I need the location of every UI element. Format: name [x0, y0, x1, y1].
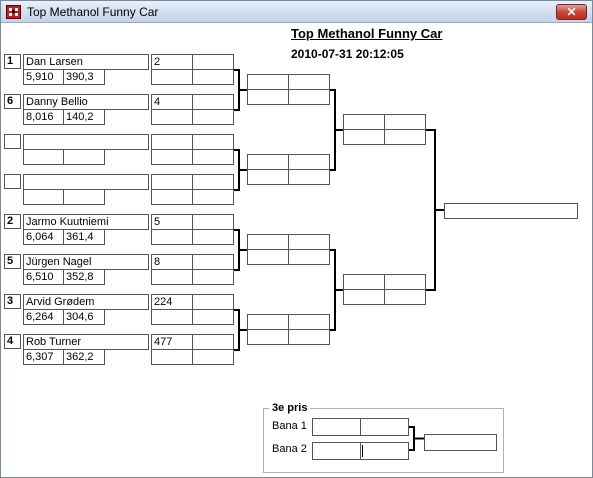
result-field[interactable]	[192, 269, 234, 285]
title-bar: Top Methanol Funny Car ✕	[1, 1, 592, 23]
seed-box[interactable]: 4	[4, 334, 21, 349]
et-field[interactable]: 5,910	[23, 69, 64, 85]
seed-box[interactable]	[4, 134, 21, 149]
winner-field[interactable]	[444, 203, 578, 219]
race-datetime: 2010-07-31 20:12:05	[291, 47, 404, 61]
et-field[interactable]: 6,264	[23, 309, 64, 325]
round2-field[interactable]	[288, 249, 330, 265]
et-field[interactable]: 8,016	[23, 109, 64, 125]
third-place-title: 3e pris	[269, 402, 311, 414]
seed-box[interactable]	[4, 174, 21, 189]
result-field[interactable]	[192, 309, 234, 325]
page-title: Top Methanol Funny Car	[291, 26, 443, 41]
third-lane2-result[interactable]	[360, 442, 409, 460]
speed-field[interactable]	[63, 149, 105, 165]
close-button[interactable]: ✕	[556, 4, 587, 20]
lane2-label: Bana 2	[272, 443, 307, 455]
speed-field[interactable]: 362,2	[63, 349, 105, 365]
result-field[interactable]	[192, 189, 234, 205]
third-lane1-result[interactable]	[360, 418, 409, 436]
semi-field[interactable]	[384, 289, 426, 305]
lane-field[interactable]: 224	[151, 294, 193, 310]
round2-field[interactable]	[288, 89, 330, 105]
seed-box[interactable]: 1	[4, 54, 21, 69]
speed-field[interactable]: 352,8	[63, 269, 105, 285]
seed-box[interactable]: 5	[4, 254, 21, 269]
seed-box[interactable]: 2	[4, 214, 21, 229]
round2-field[interactable]	[288, 329, 330, 345]
speed-field[interactable]: 390,3	[63, 69, 105, 85]
third-winner-field[interactable]	[424, 434, 497, 451]
result-field[interactable]	[192, 229, 234, 245]
et-field[interactable]: 6,510	[23, 269, 64, 285]
seed-box[interactable]: 6	[4, 94, 21, 109]
lane1-label: Bana 1	[272, 420, 307, 432]
speed-field[interactable]: 361,4	[63, 229, 105, 245]
speed-field[interactable]: 304,6	[63, 309, 105, 325]
result-field[interactable]	[192, 149, 234, 165]
speed-field[interactable]: 140,2	[63, 109, 105, 125]
result-field[interactable]	[192, 349, 234, 365]
et-field[interactable]: 6,064	[23, 229, 64, 245]
et-field[interactable]: 6,307	[23, 349, 64, 365]
result-field[interactable]	[192, 69, 234, 85]
seed-box[interactable]: 3	[4, 294, 21, 309]
speed-field[interactable]	[63, 189, 105, 205]
result-field[interactable]	[192, 109, 234, 125]
semi-field[interactable]	[384, 129, 426, 145]
window-title: Top Methanol Funny Car	[27, 5, 159, 19]
round2-field[interactable]	[288, 169, 330, 185]
text-cursor	[362, 445, 363, 457]
third-place-group	[263, 408, 504, 473]
app-icon	[6, 5, 21, 19]
